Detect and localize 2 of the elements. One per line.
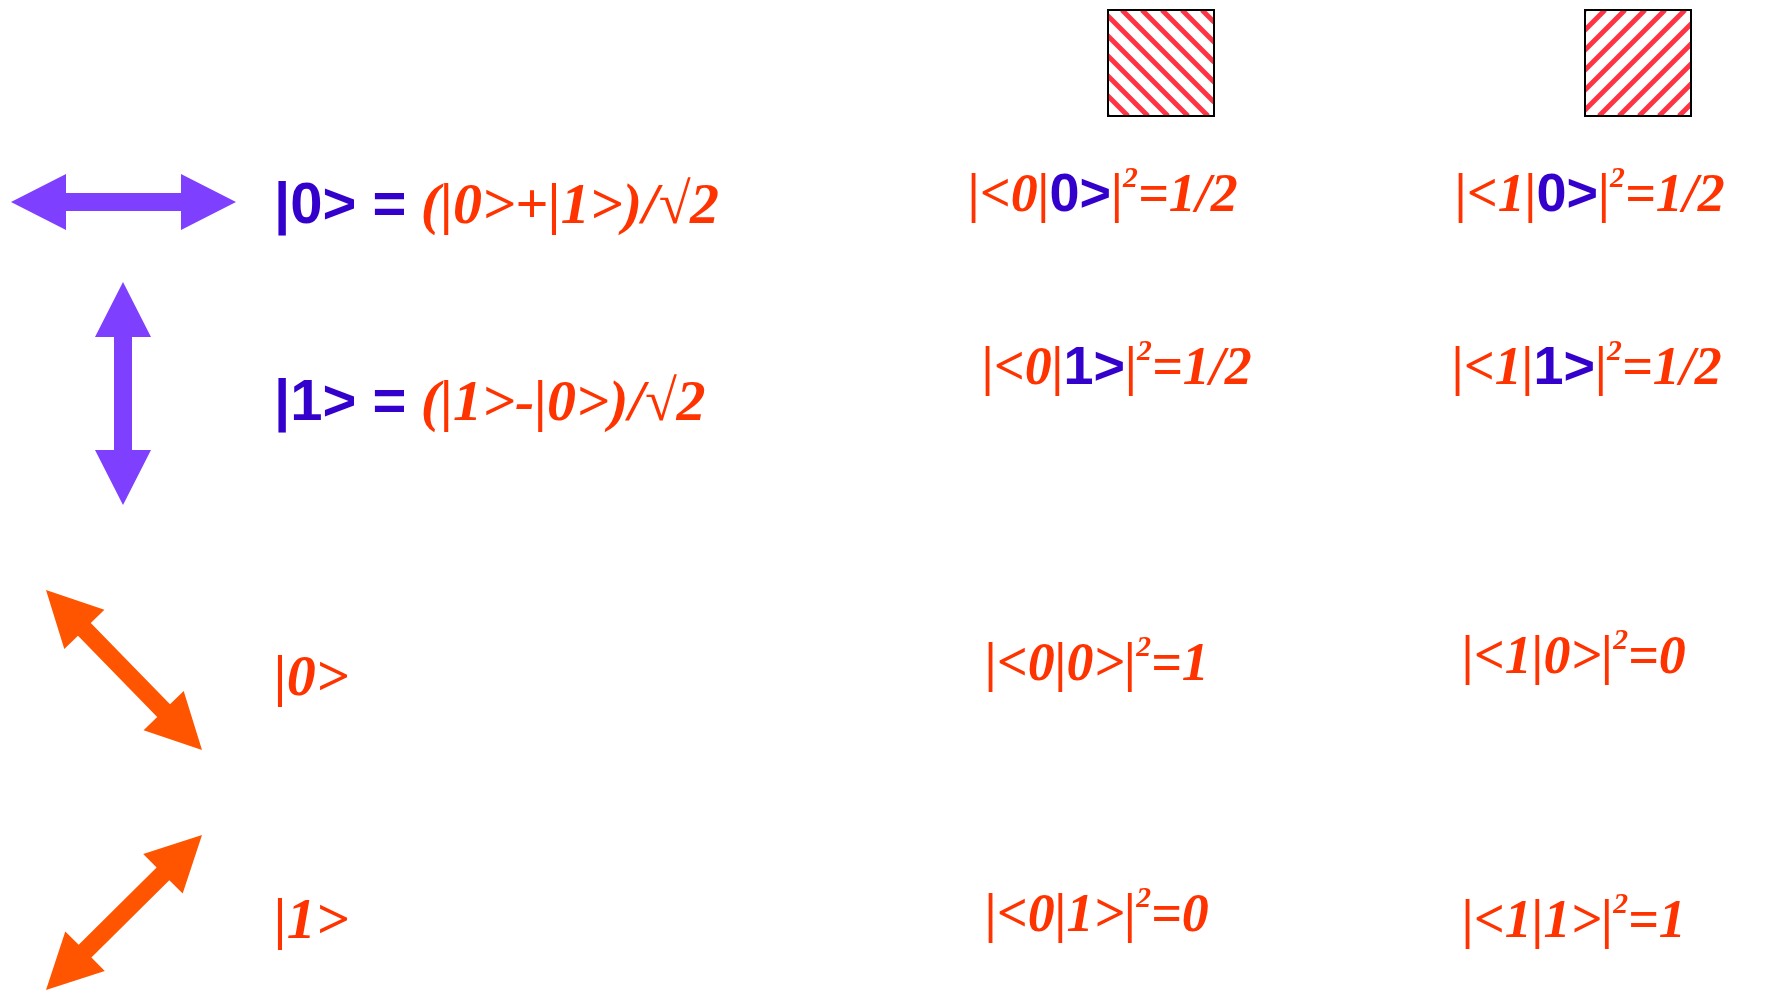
formula: |1> xyxy=(274,890,349,948)
formula: |0> xyxy=(274,647,349,705)
